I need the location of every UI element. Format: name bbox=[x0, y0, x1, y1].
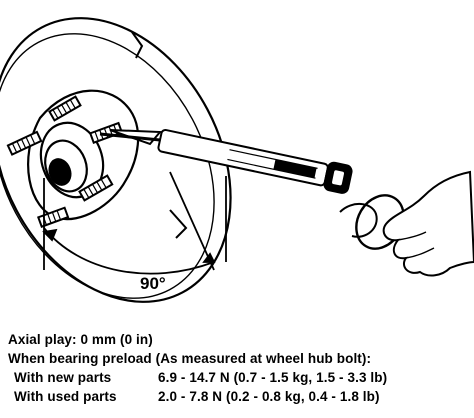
preload-heading: When bearing preload (As measured at whe… bbox=[8, 351, 372, 366]
specification-text: Axial play: 0 mm (0 in) When bearing pre… bbox=[8, 330, 470, 406]
spec-label: With new parts bbox=[14, 370, 112, 385]
hub-bolts bbox=[6, 95, 124, 228]
spec-row-new-parts: With new parts 6.9 - 14.7 N (0.7 - 1.5 k… bbox=[8, 368, 470, 387]
spring-scale bbox=[99, 128, 405, 250]
hand-pulling-scale bbox=[382, 170, 474, 277]
wheel-hub bbox=[27, 89, 140, 221]
spec-value: 6.9 - 14.7 N (0.7 - 1.5 kg, 1.5 - 3.3 lb… bbox=[158, 370, 388, 385]
spec-value: 2.0 - 7.8 N (0.2 - 0.8 kg, 0.4 - 1.8 lb) bbox=[158, 389, 380, 404]
angle-label: 90° bbox=[140, 274, 166, 293]
axial-play-line: Axial play: 0 mm (0 in) bbox=[8, 332, 153, 347]
brake-disc bbox=[0, 17, 232, 303]
spec-label: With used parts bbox=[14, 389, 117, 404]
spec-row-used-parts: With used parts 2.0 - 7.8 N (0.2 - 0.8 k… bbox=[8, 387, 470, 406]
rotation-angle-indicator bbox=[42, 171, 227, 275]
